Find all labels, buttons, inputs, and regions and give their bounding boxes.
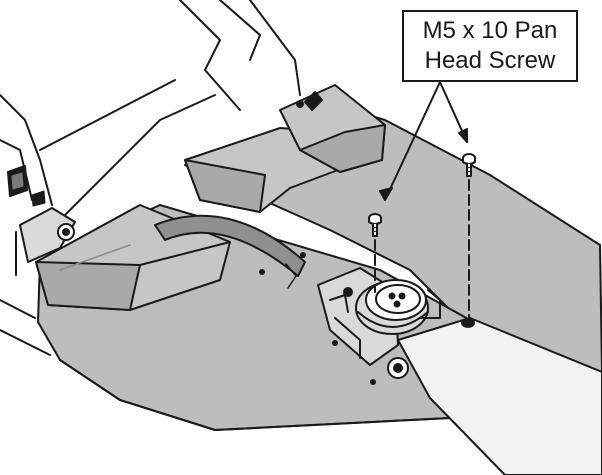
screw-icon xyxy=(462,153,476,177)
housing-outline xyxy=(0,0,301,356)
rear-raised-blocks xyxy=(184,84,386,213)
left-bracket xyxy=(15,207,76,276)
leader-lines xyxy=(379,81,468,201)
alignment-lines xyxy=(374,179,470,319)
screw-icon xyxy=(368,213,382,237)
screw-callout-box: M5 x 10 Pan Head Screw xyxy=(402,10,578,82)
rocker-switch-icon xyxy=(7,165,46,207)
curved-strip xyxy=(154,214,306,277)
hub-assembly xyxy=(355,279,441,335)
callout-line-2: Head Screw xyxy=(424,47,556,74)
callout-line-1: M5 x 10 Pan xyxy=(422,17,558,44)
